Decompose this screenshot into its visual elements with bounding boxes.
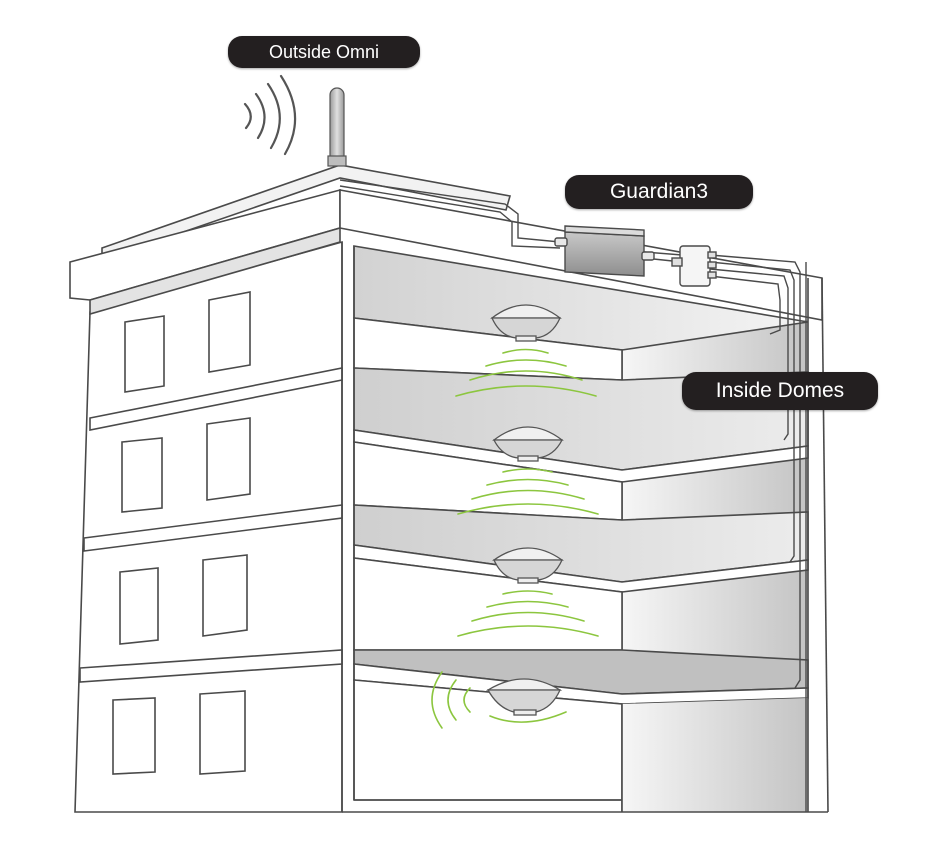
signal-wave-icon xyxy=(457,468,599,515)
dome-antenna-icon xyxy=(490,304,562,342)
interior-cutaway xyxy=(341,242,829,813)
signal-wave-icon xyxy=(455,348,597,397)
signal-wave-icon xyxy=(457,590,599,637)
dome-antenna-icon xyxy=(491,547,565,584)
antenna-cabling xyxy=(339,179,807,812)
dome-antenna-icon xyxy=(492,426,564,462)
outside-omni-label: Outside Omni xyxy=(228,36,420,68)
signal-wave-icon xyxy=(431,671,567,729)
dome-antenna-icon xyxy=(485,678,563,716)
splitter-icon xyxy=(671,245,717,287)
guardian3-label: Guardian3 xyxy=(565,175,753,209)
inside-domes-label: Inside Domes xyxy=(682,372,878,410)
omni-antenna-icon xyxy=(327,87,347,167)
guardian-amplifier-icon xyxy=(554,225,655,277)
omni-signal-waves-icon xyxy=(243,74,297,156)
building-windows xyxy=(112,291,251,775)
